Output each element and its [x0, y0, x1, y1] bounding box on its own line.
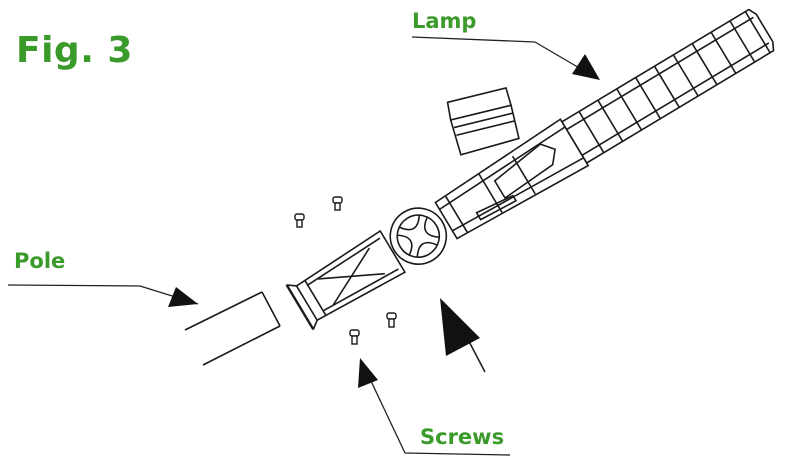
driver-box [446, 86, 520, 156]
screw-top-left [294, 213, 305, 228]
lamp-socket [285, 229, 407, 331]
lamp-knuckle [389, 207, 448, 265]
lamp-housing [434, 118, 590, 240]
screw-top-right [332, 196, 343, 211]
pole-label: Pole [14, 249, 66, 273]
lamp-fins [560, 8, 775, 165]
screw-bottom-left [349, 329, 360, 345]
insert-arrow-icon [440, 298, 480, 356]
screws-leader [358, 358, 511, 456]
lamp-arrow-icon [572, 54, 600, 80]
pole-leader [7, 284, 199, 307]
pole-tube [184, 291, 281, 366]
lamp-label: Lamp [412, 9, 477, 33]
figure-title: Fig. 3 [16, 30, 133, 71]
lamp-leader [411, 36, 600, 80]
screws-arrow-icon [358, 358, 378, 388]
screws-label: Screws [420, 425, 505, 449]
screw-bottom-right [386, 312, 397, 328]
insert-direction-arrow [440, 298, 486, 373]
pole-arrow-icon [168, 287, 198, 307]
lamp-body [285, 8, 775, 331]
